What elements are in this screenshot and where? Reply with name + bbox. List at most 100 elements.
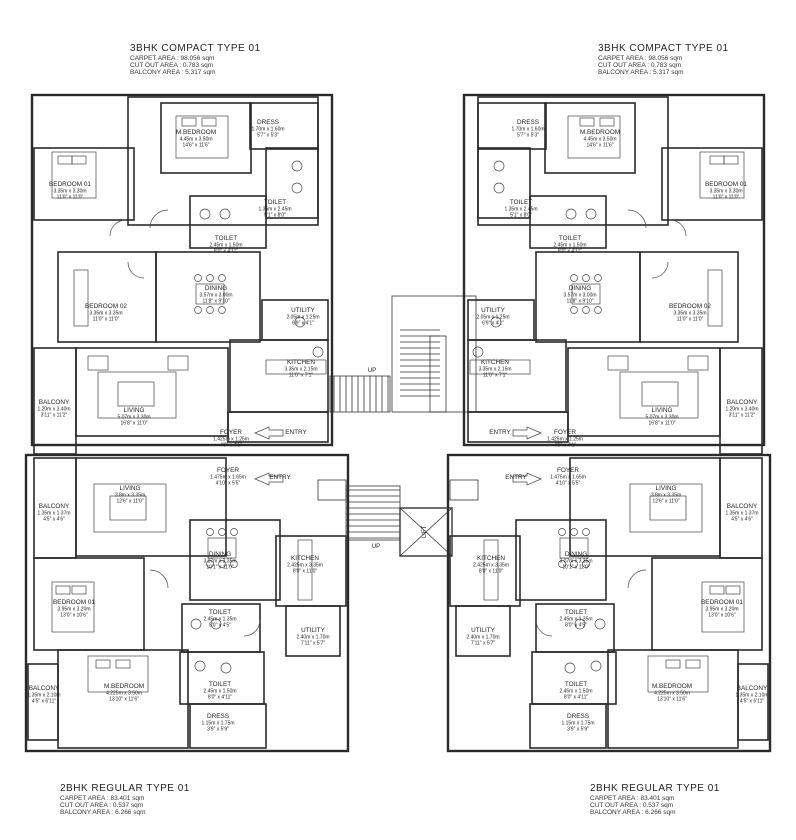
sofa-set-bottom-right [629,483,703,533]
room-name: TOILET [559,235,581,242]
sanitary-fixture-3-left [291,182,303,194]
room-name: KITCHEN [481,359,509,366]
room-name: M.BEDROOM [580,129,620,136]
dining-chair-0-2-right [570,274,578,282]
room-dimension-metric: 1.35m x 1.37m [725,511,758,517]
sanitary-fixture-6-right [590,660,602,672]
door-swing-1-left [127,261,145,279]
cut-out-area-line: CUT OUT AREA : 0.783 sqm [130,61,214,69]
unit-header-bottom-left: 2BHK REGULAR TYPE 01 CARPET AREA : 83.40… [60,783,190,817]
dining-chair-1-3-left [206,560,214,568]
room-name: UTILITY [291,307,316,314]
core-layer [317,295,479,557]
room-name: BALCONY [29,685,60,692]
room-name: BEDROOM 02 [85,303,127,310]
pillow-7-right [709,585,725,595]
room-dimension-metric: 4.225m x 3.50m [106,691,142,697]
room-dimension-imperial: 3'9" x 5'9" [207,727,229,733]
lift-label: LIFT [422,526,428,539]
room-name: UTILITY [471,627,496,634]
door-swing-0-left [149,209,169,229]
room-dimension-metric: 3.8m x 3.35m [115,493,145,499]
room-dimension-imperial: 8'0" x 4'11" [214,249,238,255]
room-dimension-metric: 2.45m x 1.50m [203,689,236,695]
room-wall-top-6-right [639,251,739,343]
bed-master-top-right [567,115,621,159]
top-left-room-12: ENTRY [285,429,307,436]
entry-arrow-0-right [512,426,542,440]
room-dimension-imperial: 7'11" x 5'7" [471,641,495,647]
room-dimension-imperial: 8'0" x 4'5" [565,623,587,629]
room-dimension-imperial: 16'8" x 11'0" [120,421,147,427]
room-dimension-metric: 3.95m x 3.20m [705,607,738,613]
room-dimension-metric: 2.05m x 1.25m [286,315,319,321]
room-name: BALCONY [39,399,70,406]
coffee-table-top-left [117,381,155,407]
sanitary-fixture-8-right [490,316,502,328]
room-wall-top-4-left [189,195,267,249]
unit-title: 3BHK COMPACT TYPE 01 [598,43,729,54]
room-dimension-imperial: 11'0" x 11'0" [677,317,704,323]
door-swing-4-right [535,619,553,637]
room-name: FOYER [557,467,579,474]
unit-title: 2BHK REGULAR TYPE 01 [590,783,720,794]
sanitary-fixture-3-right [493,182,505,194]
room-dimension-imperial: 4'10" x 5'5" [556,481,581,487]
room-dimension-imperial: 14'6" x 11'6" [586,143,613,149]
dining-chair-0-2-left [218,274,226,282]
outer-frame-1-right [446,453,772,753]
room-name: BALCONY [39,503,70,510]
room-wall-bottom-9-left [57,649,189,749]
room-dimension-imperial: 6'9" x 4'1" [482,321,504,327]
kitchen-counter-top-left [265,359,327,375]
room-dimension-metric: 1.15m x 1.75m [201,721,234,727]
room-dimension-imperial: 3'11" x 11'2" [41,413,68,419]
kitchen-counter-bottom-left [297,539,313,601]
dining-chair-0-5-left [218,306,226,314]
room-name: M.BEDROOM [652,683,692,690]
room-dimension-imperial: 4'10" x 5'5" [216,481,241,487]
room-name: DINING [565,551,587,558]
room-dimension-imperial: 13'10" x 11'6" [657,697,687,703]
room-wall-bottom-1-right [569,457,721,557]
room-dimension-imperial: 5'1" x 8'0" [264,213,286,219]
service-shaft-left [317,479,347,501]
pillow-7-left [71,585,87,595]
room-wall-top-1-left [160,102,252,174]
room-name: FOYER [220,429,242,436]
room-name: ENTRY [505,474,527,481]
room-name: BALCONY [727,503,758,510]
room-dimension-metric: 2.05m x 1.25m [476,315,509,321]
room-dimension-imperial: 16'8" x 11'0" [648,421,675,427]
outer-frame-1-left [24,453,350,753]
room-dimension-metric: 3.57m x 3.00m [563,293,596,299]
pillow-0-right [599,117,615,127]
room-wall-top-6-left [57,251,157,343]
bed-bedroom01-bottom-right [701,581,745,633]
room-dimension-metric: 2.425m x 3.35m [287,563,323,569]
room-dimension-imperial: 6'9" x 4'1" [292,321,314,327]
service-shaft-right [449,479,479,501]
room-dimension-metric: 3.07m x 3.35m [203,559,236,565]
room-dimension-imperial: 3'9" x 5'9" [567,727,589,733]
lift-cross-b [399,507,453,557]
dining-table-1-left [207,537,237,559]
room-wall-top-5-left [265,147,319,219]
up-label-top: UP [368,368,376,374]
room-dimension-metric: 1.15m x 1.75m [561,721,594,727]
room-name: DRESS [517,119,539,126]
armchair-top-a-right [687,355,709,371]
room-wall-bottom-2-right [515,519,607,601]
pillow-1-left [201,117,217,127]
